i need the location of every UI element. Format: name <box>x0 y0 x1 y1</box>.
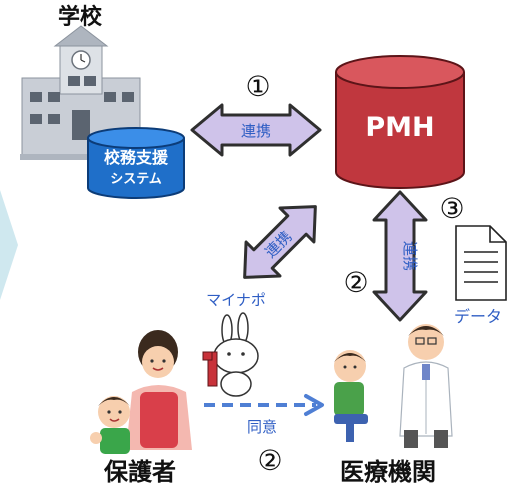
guardian-illustration <box>90 330 192 454</box>
pmh-label: PMH <box>365 112 434 143</box>
school-system-label-line1: 校務支援 <box>104 148 169 167</box>
left-chevron-decoration <box>0 190 18 300</box>
school-label: 学校 <box>58 4 103 30</box>
medical-pmh-link-number: ② <box>343 266 368 299</box>
consent-label: 同意 <box>247 418 277 436</box>
consent-number: ② <box>257 444 282 477</box>
medical-pmh-link-label: 連携 <box>401 241 419 271</box>
school-pmh-link-arrow <box>190 103 322 157</box>
school-pmh-link-number: ① <box>245 70 270 103</box>
medical-pmh-link-arrow <box>372 190 428 322</box>
mynapo-rabbit-icon <box>202 312 259 397</box>
mynapo-pmh-link-arrow <box>243 205 317 279</box>
medical-label: 医療機関 <box>340 458 436 486</box>
school-system-database-icon <box>87 127 185 199</box>
consent-arrow <box>204 394 324 416</box>
guardian-label: 保護者 <box>103 458 176 486</box>
school-building-icon <box>20 25 142 160</box>
pmh-database-icon <box>335 55 465 189</box>
data-label: データ <box>454 307 502 326</box>
school-pmh-link-label: 連携 <box>241 122 271 140</box>
data-number: ③ <box>439 192 464 225</box>
medical-illustration <box>334 324 453 448</box>
mynapo-label: マイナポ <box>206 291 266 309</box>
document-icon <box>455 225 507 301</box>
school-system-label-line2: システム <box>110 172 162 187</box>
